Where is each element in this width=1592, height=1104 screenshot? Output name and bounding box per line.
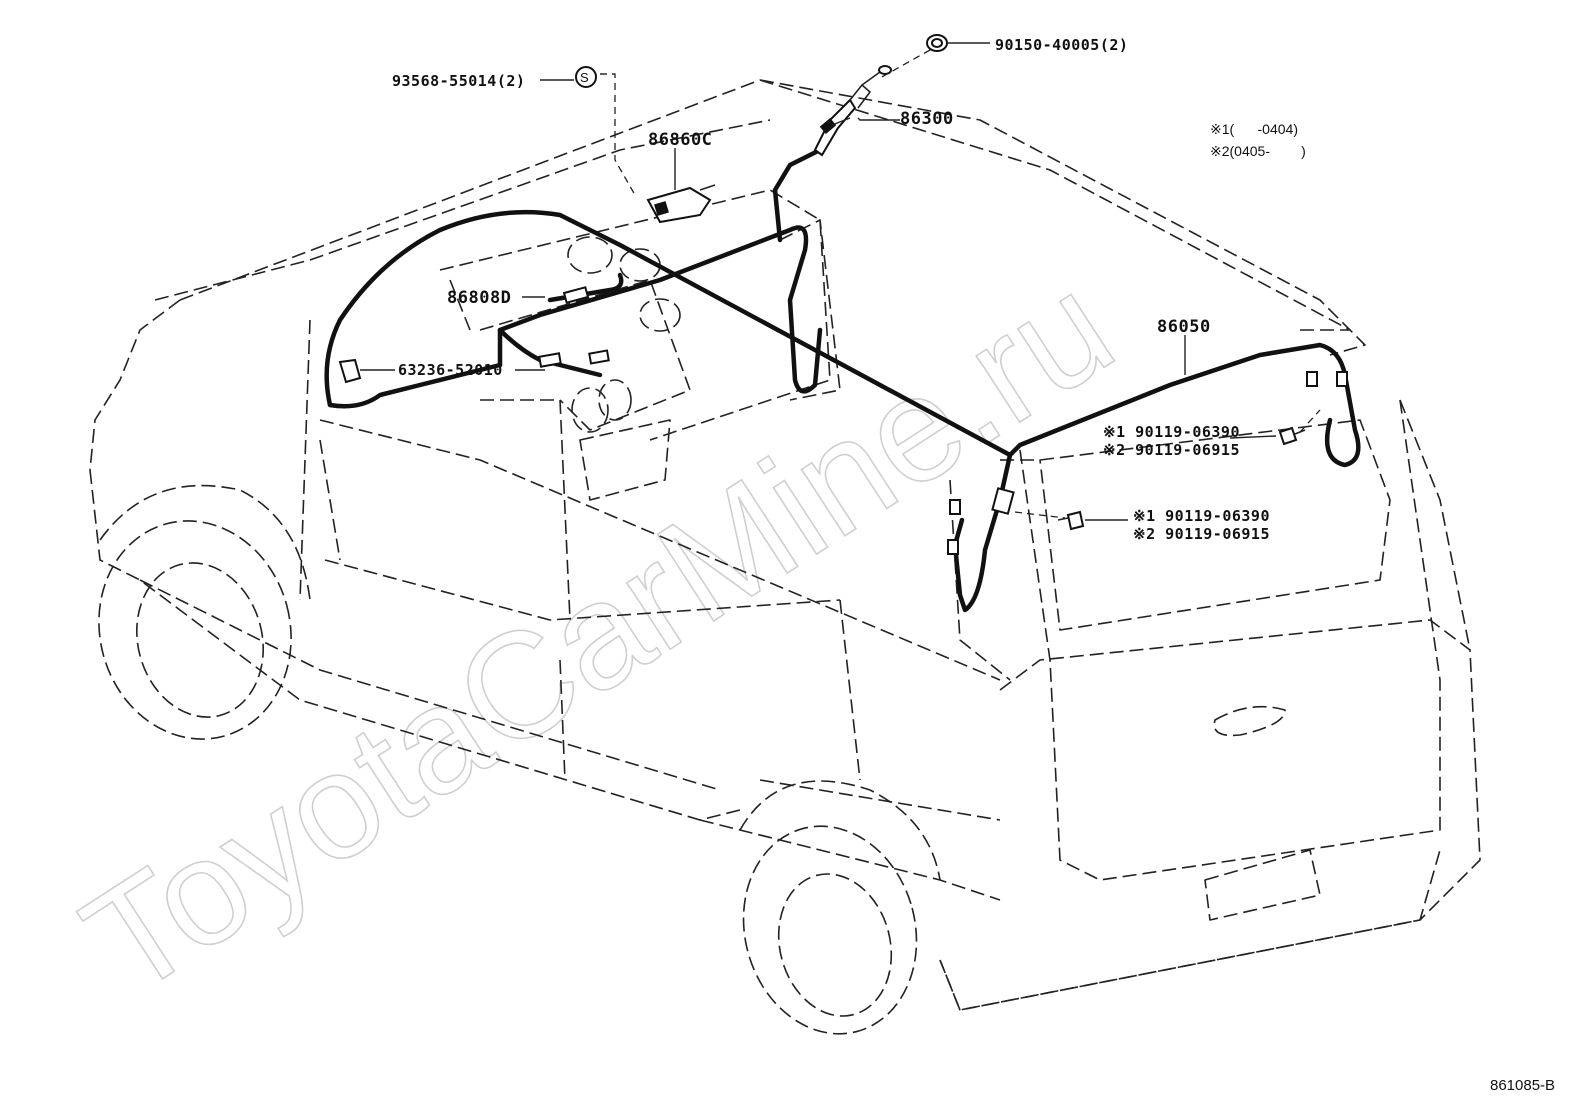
retainer	[338, 358, 362, 384]
antenna-pole	[813, 65, 892, 157]
date-legend: ※1( -0404) ※2(0405- )	[1210, 121, 1306, 159]
figure-code: 861085-B	[1490, 1077, 1555, 1094]
legend-line-1: ※1( -0404)	[1210, 121, 1298, 137]
antenna-amplifier	[646, 184, 716, 224]
antenna-cord-86808D	[497, 147, 823, 394]
screw-upper	[1278, 426, 1306, 446]
harness-connectors	[538, 286, 1348, 555]
label-screw-a-2: ※2 90119-06915	[1103, 441, 1240, 459]
label-86808D: 86808D	[447, 288, 511, 308]
leader-lines	[360, 42, 1321, 521]
legend-line-2: ※2(0405- )	[1210, 143, 1306, 159]
vehicle-body-outline	[89, 79, 1481, 1035]
label-90150-40005: 90150-40005(2)	[995, 36, 1128, 54]
svg-text:S: S	[580, 70, 589, 85]
antenna-nut	[926, 34, 948, 52]
label-screw-b-2: ※2 90119-06915	[1133, 525, 1270, 543]
label-86860C: 86860C	[648, 130, 712, 150]
label-86050: 86050	[1157, 317, 1211, 337]
screw-lower	[1057, 510, 1085, 531]
clip-symbol: S	[575, 66, 597, 88]
label-93568-55014: 93568-55014(2)	[392, 72, 525, 90]
label-screw-b-1: ※1 90119-06390	[1133, 507, 1270, 525]
label-86300: 86300	[900, 109, 954, 129]
label-63236-52010: 63236-52010	[398, 361, 503, 379]
label-screw-a-1: ※1 90119-06390	[1103, 423, 1240, 441]
part-labels: 90150-40005(2) 93568-55014(2) 86300 8686…	[392, 36, 1270, 543]
